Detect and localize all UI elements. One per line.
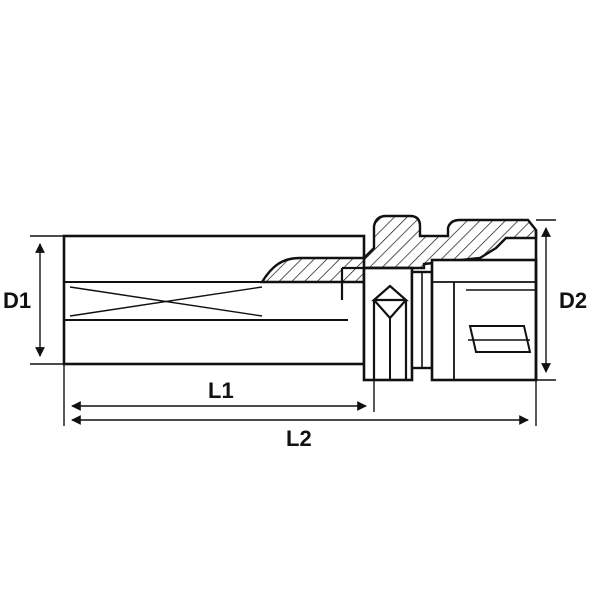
label-d1: D1	[3, 288, 31, 313]
dimension-l1	[63, 364, 375, 426]
dimension-d1	[30, 235, 64, 365]
label-l2: L2	[286, 426, 312, 451]
dimension-l2	[71, 380, 537, 426]
dimension-d2	[536, 219, 556, 381]
label-d2: D2	[559, 288, 587, 313]
section-hatch	[259, 214, 538, 284]
label-l1: L1	[208, 378, 234, 403]
neck	[410, 270, 434, 370]
collar	[340, 266, 414, 382]
clamping-nut	[430, 230, 538, 382]
shank	[62, 234, 366, 366]
